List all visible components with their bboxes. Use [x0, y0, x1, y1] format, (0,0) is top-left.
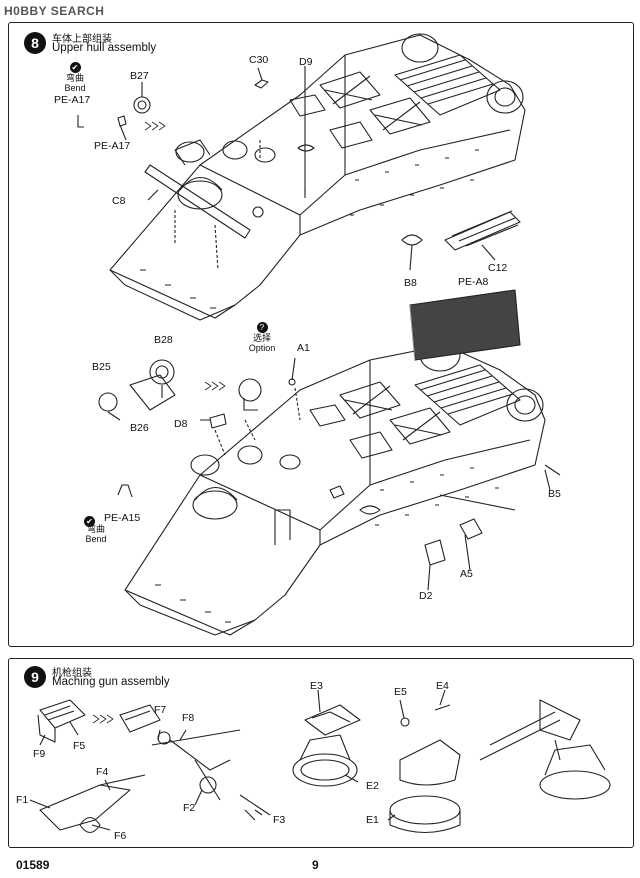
part-c30 — [254, 79, 269, 89]
part-e2 — [292, 753, 358, 787]
assembled-mg — [479, 699, 581, 761]
label-f6: F6 — [114, 830, 127, 842]
label-b26: B26 — [130, 422, 149, 434]
option-icon: ? — [256, 322, 268, 333]
bend-note2-cn: 弯曲 — [86, 524, 105, 534]
step-9-number: 9 — [24, 666, 46, 688]
part-e3 — [304, 704, 361, 736]
label-f4: F4 — [96, 766, 109, 778]
step8-bottom-parts — [98, 357, 561, 591]
part-e1 — [389, 795, 461, 825]
label-d9: D9 — [299, 56, 313, 68]
step-8-title-en: Upper hull assembly — [52, 42, 157, 54]
option-note-cn: 选择 — [252, 333, 271, 343]
bend-icon-2: ✔ — [84, 516, 95, 527]
option-note-en: Option — [248, 343, 276, 353]
label-b25: B25 — [92, 361, 111, 373]
part-b25-b26 — [129, 374, 176, 411]
label-e1: E1 — [366, 814, 379, 826]
label-f1: F1 — [16, 794, 29, 806]
bend-note2-en: Bend — [85, 534, 107, 544]
step-9-frame — [8, 658, 634, 848]
label-b28: B28 — [154, 334, 173, 346]
step-8-number: 8 — [24, 32, 46, 54]
direction-arrow-1 — [144, 121, 166, 131]
product-code: 01589 — [16, 858, 50, 872]
label-f2: F2 — [183, 802, 196, 814]
step-9-title-cn: 机枪组装 — [52, 668, 92, 679]
part-b25 — [98, 392, 118, 412]
label-e4: E4 — [436, 680, 449, 692]
part-c8 — [144, 164, 251, 239]
watermark: H0BBY SEARCH — [4, 4, 105, 18]
part-d8 — [209, 413, 227, 429]
page-number: 9 — [312, 858, 319, 872]
part-f1-f4 — [39, 784, 131, 831]
option-note: ? 选择 Option — [245, 322, 279, 353]
label-b27: B27 — [130, 70, 149, 82]
label-f9: F9 — [33, 748, 46, 760]
step-9-title-en: Maching gun assembly — [52, 676, 170, 688]
step8-top-parts — [77, 66, 521, 271]
direction-arrow-3 — [92, 714, 114, 724]
bend-note-bottom: ✔ — [84, 511, 95, 529]
bend-note-cn: 弯曲 — [65, 73, 84, 83]
part-d2 — [424, 539, 446, 566]
part-b28 — [149, 359, 175, 385]
upper-hull-bottom — [124, 289, 546, 636]
label-c12: C12 — [488, 262, 508, 274]
label-e3: E3 — [310, 680, 323, 692]
label-e2: E2 — [366, 780, 379, 792]
bend-icon: ✔ — [69, 62, 81, 73]
bend-note-bottom-text: 弯曲 Bend — [84, 524, 108, 544]
part-pe-a17 — [117, 115, 127, 127]
label-d8: D8 — [174, 418, 188, 430]
label-d2: D2 — [419, 590, 433, 602]
label-b5: B5 — [548, 488, 561, 500]
label-b8: B8 — [404, 277, 417, 289]
machine-gun-parts — [29, 689, 611, 834]
label-c30: C30 — [249, 54, 269, 66]
label-e5: E5 — [394, 686, 407, 698]
label-f8: F8 — [182, 712, 195, 724]
part-e5 — [400, 717, 410, 727]
label-pe-a17: PE-A17 — [94, 140, 131, 152]
label-f3: F3 — [273, 814, 286, 826]
label-a5: A5 — [460, 568, 473, 580]
bend-note-top: ✔ 弯曲 Bend — [58, 62, 92, 93]
label-f5: F5 — [73, 740, 86, 752]
part-option-light — [238, 378, 262, 402]
part-d9 — [297, 144, 315, 152]
label-pe-a17-top: PE-A17 — [54, 94, 91, 106]
part-pe-a15-bent — [117, 484, 133, 498]
part-f5 — [39, 699, 86, 729]
direction-arrow-2 — [204, 381, 226, 391]
label-f7: F7 — [154, 704, 167, 716]
part-b27 — [133, 96, 151, 114]
part-a5 — [459, 518, 483, 540]
part-b5 — [544, 464, 561, 476]
label-pe-a8: PE-A8 — [458, 276, 489, 288]
label-a1: A1 — [297, 342, 310, 354]
part-b8 — [401, 234, 423, 246]
bend-note-en: Bend — [64, 83, 86, 93]
label-pe-a15: PE-A15 — [104, 512, 141, 524]
part-e4 — [434, 704, 451, 711]
upper-hull-top — [109, 33, 526, 321]
step-8-title-cn: 车体上部组装 — [52, 34, 112, 45]
step-8-frame — [8, 22, 634, 647]
label-c8: C8 — [112, 195, 126, 207]
